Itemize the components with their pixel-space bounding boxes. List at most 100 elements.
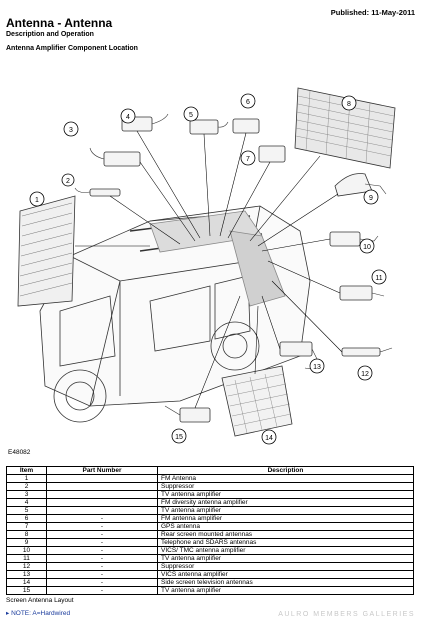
- cell-desc: Rear screen mounted antennas: [157, 530, 414, 539]
- antenna-location-illustration: 1 2 3 4 5 6 7 8 9 10 11 12 13 14 15: [17, 87, 396, 445]
- tv-amplifier-module-3: [103, 151, 141, 167]
- table-row: 7-GPS antenna: [6, 522, 414, 531]
- cell-desc: GPS antenna: [157, 522, 414, 531]
- cell-part: [46, 482, 158, 491]
- table-row: 3 TV antenna amplifier: [6, 490, 414, 499]
- table-row: 13-VICS antenna amplifier: [6, 570, 414, 579]
- callout-4-label: 4: [126, 114, 130, 121]
- cell-item: 3: [6, 490, 47, 499]
- fm-amplifier-module-6: [232, 118, 260, 134]
- cell-item: 9: [6, 538, 47, 547]
- table-header-row: Item Part Number Description: [6, 466, 414, 475]
- cell-part: -: [46, 578, 158, 587]
- cell-item: 8: [6, 530, 47, 539]
- cell-part: -: [46, 562, 158, 571]
- vics-tmc-amplifier-module-10: [329, 231, 361, 247]
- callout-11-label: 11: [375, 275, 382, 282]
- cell-desc: VICS antenna amplifier: [157, 570, 414, 579]
- cell-desc: Suppressor: [157, 562, 414, 571]
- cell-item: 10: [6, 546, 47, 555]
- cell-part: [46, 474, 158, 483]
- cell-item: 11: [6, 554, 47, 563]
- header-description: Description: [157, 466, 414, 475]
- cell-desc: TV antenna amplifier: [157, 586, 414, 595]
- table-row: 4 FM diversity antenna amplifier: [6, 498, 414, 507]
- cell-item: 7: [6, 522, 47, 531]
- watermark: AULRO MEMBERS GALLERIES: [278, 611, 415, 618]
- suppressor-module-2: [89, 188, 121, 197]
- table-row: 6-FM antenna amplifier: [6, 514, 414, 523]
- callout-14-circle: [261, 429, 277, 445]
- cell-desc: FM antenna amplifier: [157, 514, 414, 523]
- cell-item: 12: [6, 562, 47, 571]
- cell-item: 13: [6, 570, 47, 579]
- cell-desc: Side screen television antennas: [157, 578, 414, 587]
- cell-item: 14: [6, 578, 47, 587]
- cell-item: 5: [6, 506, 47, 515]
- callout-6-circle: [240, 93, 256, 109]
- cell-part: [46, 506, 158, 515]
- rear-screen-zone: [229, 230, 286, 307]
- table-row: 15-TV antenna amplifier: [6, 586, 414, 595]
- callout-6-label: 6: [246, 99, 250, 106]
- cell-part: -: [46, 546, 158, 555]
- note-arrow-icon: ▸: [6, 610, 10, 617]
- table-row: 14-Side screen television antennas: [6, 578, 414, 587]
- callout-2-label: 2: [66, 178, 70, 185]
- figure-id: E48082: [8, 449, 31, 456]
- cell-part: -: [46, 554, 158, 563]
- callout-3-label: 3: [69, 127, 73, 134]
- cell-part: -: [46, 538, 158, 547]
- cell-desc: Telephone and SDARS antennas: [157, 538, 414, 547]
- callout-10-label: 10: [363, 244, 371, 251]
- callout-2-circle: [61, 173, 75, 187]
- section-title: Antenna Amplifier Component Location: [6, 45, 138, 52]
- hardwired-note[interactable]: ▸ NOTE: A=Hardwired: [6, 609, 70, 617]
- cell-part: -: [46, 570, 158, 579]
- cell-desc: FM diversity antenna amplifier: [157, 498, 414, 507]
- page-subtitle: Description and Operation: [6, 31, 94, 38]
- callout-15-label: 15: [175, 434, 183, 441]
- cell-item: 1: [6, 474, 47, 483]
- telephone-sdars-antenna-9: [334, 173, 373, 197]
- callout-4-circle: [120, 108, 136, 124]
- callout-7-label: 7: [246, 156, 250, 163]
- cell-part: -: [46, 586, 158, 595]
- cell-item: 2: [6, 482, 47, 491]
- table-row: 9-Telephone and SDARS antennas: [6, 538, 414, 547]
- tv-amplifier-module-15: [179, 407, 211, 423]
- callout-9-circle: [363, 189, 379, 205]
- tv-amplifier-module-11: [339, 285, 373, 301]
- table-row: 2 Suppressor: [6, 482, 414, 491]
- note-text: NOTE: A=Hardwired: [11, 610, 71, 617]
- cell-item: 6: [6, 514, 47, 523]
- callout-7-circle: [240, 150, 256, 166]
- callout-10-circle: [359, 238, 375, 254]
- header-part-number: Part Number: [46, 466, 158, 475]
- cell-desc: TV antenna amplifier: [157, 490, 414, 499]
- callout-13-label: 13: [313, 364, 321, 371]
- cell-part: -: [46, 530, 158, 539]
- callout-8-label: 8: [347, 101, 351, 108]
- cell-item: 4: [6, 498, 47, 507]
- tv-amplifier-module-5: [189, 119, 219, 135]
- side-screen-tv-antenna-panel: [221, 365, 293, 437]
- callout-14-label: 14: [265, 435, 273, 442]
- cell-part: [46, 498, 158, 507]
- callout-5-label: 5: [189, 112, 193, 119]
- header-item: Item: [6, 466, 47, 475]
- table-row: 12-Suppressor: [6, 562, 414, 571]
- callout-12-label: 12: [361, 371, 369, 378]
- cell-desc: TV antenna amplifier: [157, 554, 414, 563]
- cell-item: 15: [6, 586, 47, 595]
- callout-5-circle: [183, 106, 199, 122]
- gps-antenna-module-7: [258, 145, 286, 163]
- table-row: 11-TV antenna amplifier: [6, 554, 414, 563]
- cell-desc: Suppressor: [157, 482, 414, 491]
- callout-1-circle: [29, 191, 45, 207]
- cell-part: [46, 490, 158, 499]
- table-row: 8-Rear screen mounted antennas: [6, 530, 414, 539]
